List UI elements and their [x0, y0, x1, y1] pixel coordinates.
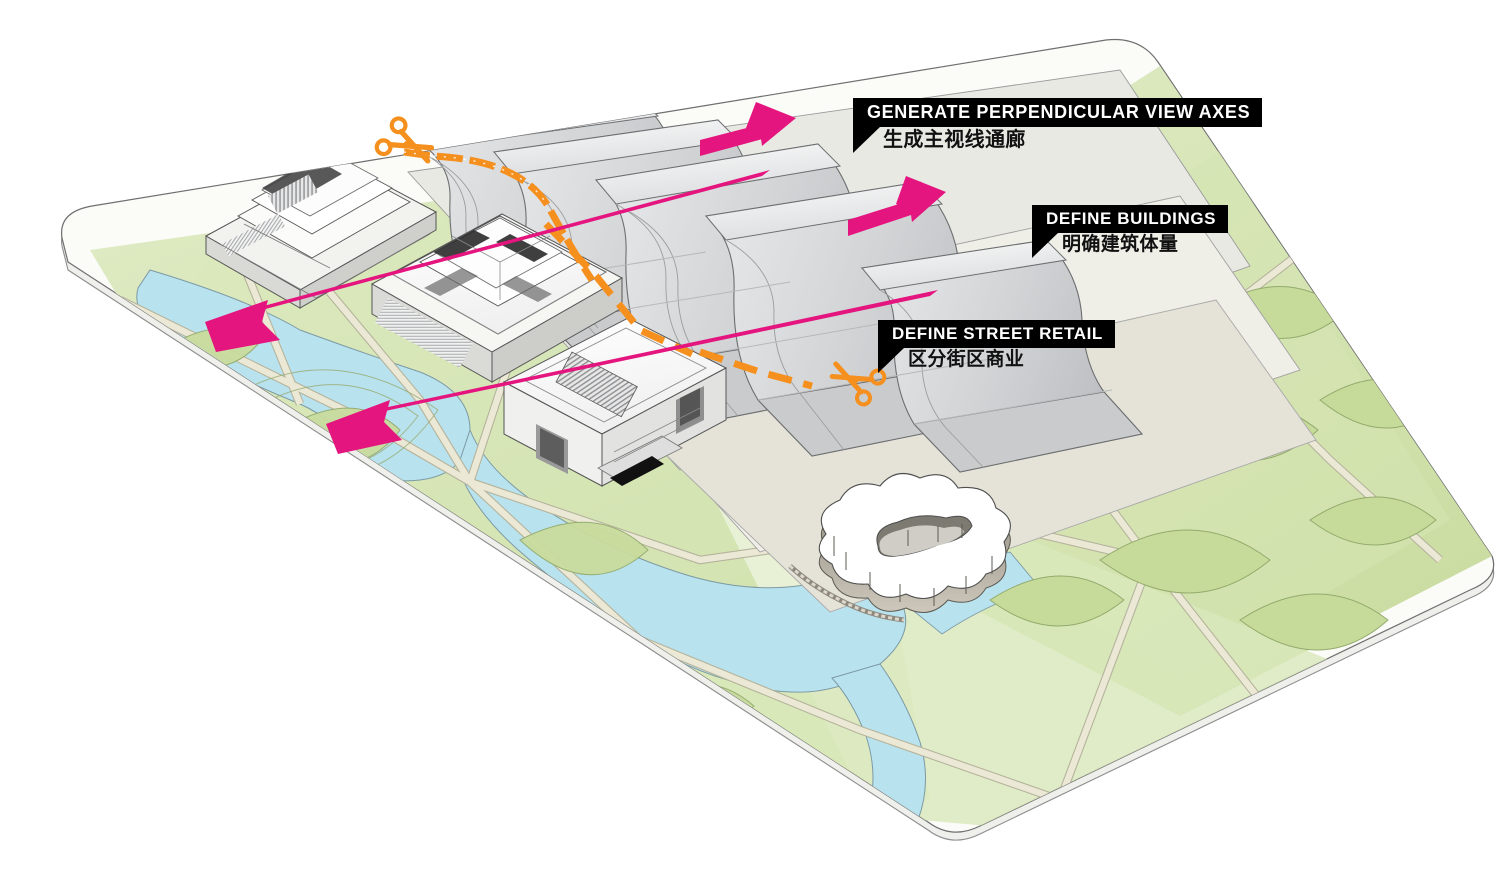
temple-building	[204, 151, 438, 309]
scissors-icon	[374, 116, 435, 164]
pavilion-building	[370, 213, 624, 383]
blob-pavilion	[788, 472, 1011, 623]
scissors-icon	[829, 361, 887, 407]
callout-view-axes[interactable]: GENERATE PERPENDICULAR VIEW AXES 生成主视线通廊	[853, 98, 1263, 153]
callout-title-en: GENERATE PERPENDICULAR VIEW AXES	[853, 98, 1263, 128]
callout-title-en: DEFINE STREET RETAIL	[878, 320, 1115, 349]
callout-title-zh: 明确建筑体量	[1062, 234, 1179, 256]
callout-title-zh: 区分街区商业	[908, 349, 1025, 371]
wave-massing-block	[860, 239, 1144, 473]
callout-pointer-triangle	[878, 347, 905, 373]
callout-define-buildings[interactable]: DEFINE BUILDINGS 明确建筑体量	[1032, 205, 1229, 258]
callout-define-street-retail[interactable]: DEFINE STREET RETAIL 区分街区商业	[878, 320, 1115, 373]
callout-pointer-triangle	[1032, 232, 1059, 258]
street-retail-cut-line	[374, 116, 887, 407]
callout-pointer-triangle	[853, 126, 881, 153]
callout-title-en: DEFINE BUILDINGS	[1032, 205, 1229, 234]
view-axis-arrow	[205, 102, 946, 454]
callout-title-zh: 生成主视线通廊	[883, 129, 1026, 152]
